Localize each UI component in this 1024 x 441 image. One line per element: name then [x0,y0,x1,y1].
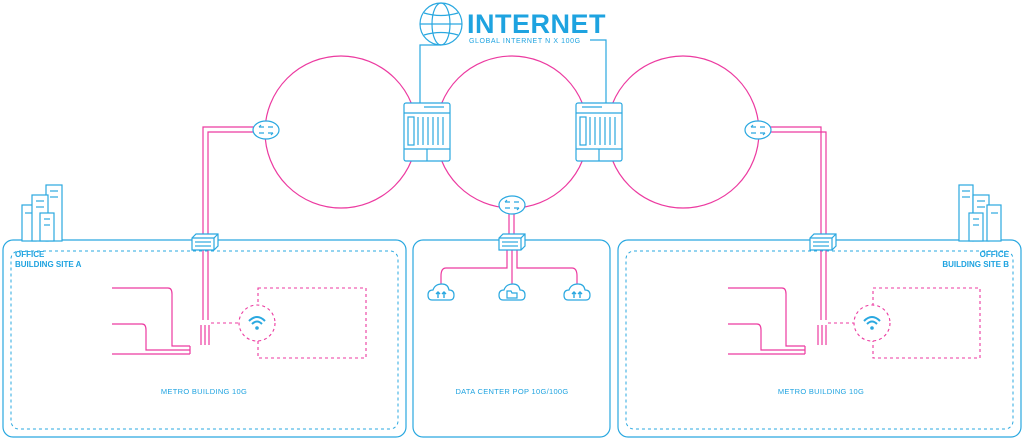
office-building-icon [21,184,63,242]
site-a-label-line2: BUILDING SITE A [15,260,82,269]
fiber-left-b [207,131,255,236]
site-a-label-line1: OFFICE [15,250,45,259]
cloud-folder-icon [498,283,526,301]
internet-uplink-left [419,44,441,103]
globe-icon [419,2,463,46]
internet-header: INTERNET GLOBAL INTERNET N X 100G [419,2,606,46]
wifi-icon [248,316,266,330]
router-icon [498,195,526,215]
metro-rings [264,55,760,209]
office-a-floor-cabling [112,287,191,355]
site-b-caption: METRO BUILDING 10G [778,387,864,396]
fiber-dc-left [440,250,508,284]
office-a-wifi-zone [211,287,367,359]
site-box-right [617,239,1022,438]
data-center-caption: DATA CENTER POP 10G/100G [455,387,568,396]
server-rack-icon [575,102,623,162]
fiber-right-b [770,131,827,236]
server-rack-icon [403,102,451,162]
metro-ring-right [606,55,760,209]
metro-ring-left [264,55,418,209]
cloud-upload-icon [563,283,591,301]
site-b-label-line1: OFFICE [980,250,1010,259]
internet-title: INTERNET [467,9,606,39]
metro-ring-center [435,55,589,209]
site-b-label-line2: BUILDING SITE B [942,260,1009,269]
fiber-right-a [770,126,822,236]
site-a-caption: METRO BUILDING 10G [161,387,247,396]
office-b-floor-cabling [728,287,806,355]
office-building-icon [958,184,1002,242]
internet-uplink-right [590,39,607,103]
cloud-upload-icon [427,283,455,301]
fiber-dc-right [516,250,578,284]
router-icon [744,120,772,140]
switch-icon [809,233,837,251]
switch-icon [498,233,526,251]
office-b-wifi-zone [828,287,981,359]
switch-icon [191,233,219,251]
router-icon [252,120,280,140]
internet-subtitle: GLOBAL INTERNET N X 100G [469,38,581,45]
wifi-icon [863,316,881,330]
fiber-left-a [202,126,255,236]
